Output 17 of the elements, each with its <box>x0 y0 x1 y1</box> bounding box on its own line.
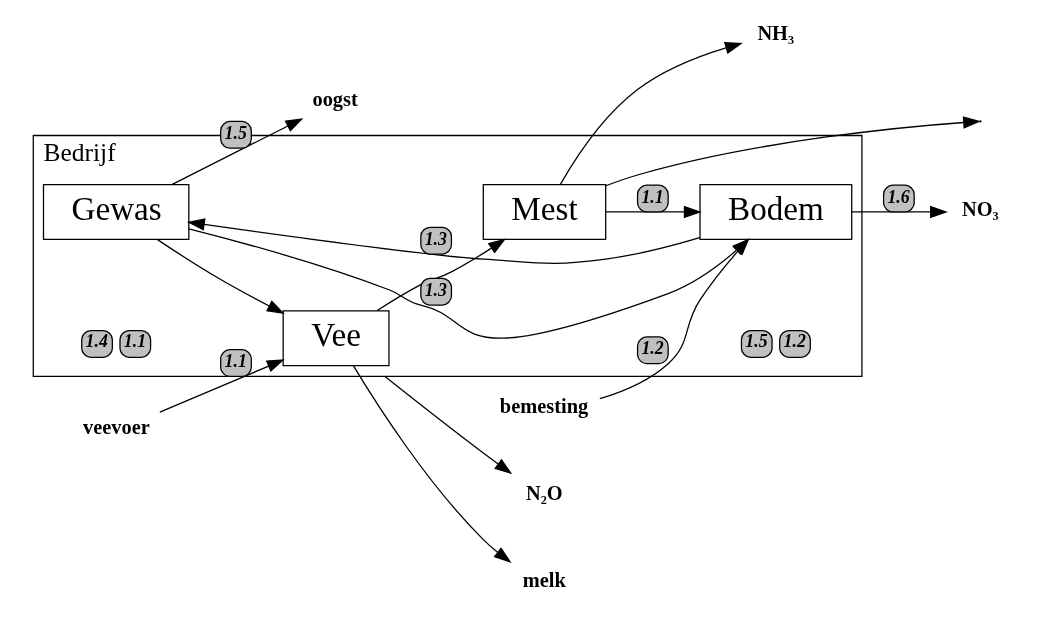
node-label: 1.1 <box>123 331 146 352</box>
edge-label: 1.3 <box>424 279 447 300</box>
node-text: NO₃ <box>961 197 999 220</box>
node-text: melk <box>522 568 566 591</box>
edge-label: 1.6 <box>886 186 910 207</box>
node-text: veevoer <box>82 415 150 438</box>
node-label: 1.5 <box>744 331 768 352</box>
node-label: 1.2 <box>783 331 806 352</box>
node-text: oogst <box>311 87 358 110</box>
edge-label: 1.1 <box>640 186 664 207</box>
node-text: bemesting <box>499 395 588 418</box>
edge-label: 1.2 <box>640 338 664 359</box>
edge-label: 1.1 <box>224 351 247 372</box>
node-text: NH₃ <box>756 21 794 44</box>
node-text: N₂O <box>525 481 563 504</box>
edge-label: 1.3 <box>424 228 447 249</box>
node-label: 1.4 <box>85 331 108 352</box>
